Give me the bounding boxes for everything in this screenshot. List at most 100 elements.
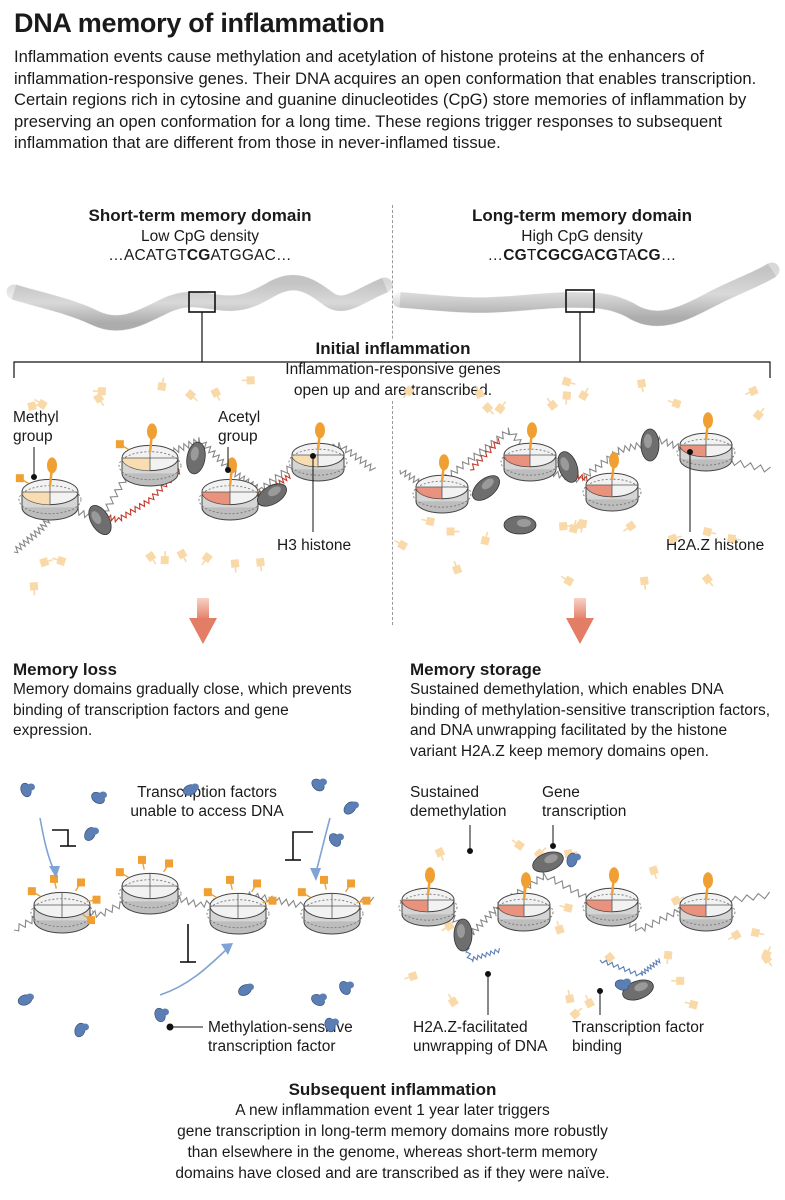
short-term-heading: Short-term memory domain	[88, 206, 312, 225]
free-acetyl-group	[480, 531, 491, 546]
bound-transcription-factor	[566, 852, 581, 868]
free-acetyl-group	[750, 927, 765, 938]
free-acetyl-group	[446, 527, 460, 536]
free-acetyl-group	[441, 920, 455, 932]
free-acetyl-group	[52, 555, 67, 566]
nucleosome	[198, 457, 262, 521]
nucleosome	[412, 454, 472, 514]
subsequent-line-1: A new inflammation event 1 year later tr…	[235, 1102, 550, 1119]
dna-unwrapped-segment	[599, 958, 661, 977]
free-acetyl-group	[404, 971, 419, 982]
nucleosome	[297, 875, 371, 935]
dna-unwrapped-segment	[458, 919, 500, 963]
free-acetyl-group	[727, 929, 742, 941]
intro-paragraph: Inflammation events cause methylation an…	[14, 47, 757, 152]
free-acetyl-group	[560, 575, 575, 587]
free-acetyl-group	[201, 552, 213, 566]
dna-open-segment	[559, 467, 592, 483]
free-acetyl-group	[563, 848, 578, 859]
subsequent-line-4: domains have closed and are transcribed …	[175, 1165, 610, 1182]
free-acetyl-group	[419, 901, 434, 912]
free-acetyl-group	[39, 557, 54, 568]
free-acetyl-group	[481, 402, 495, 415]
nucleosome	[15, 457, 82, 521]
free-acetyl-group	[761, 946, 772, 960]
initial-text-line1: Inflammation-responsive genes	[285, 361, 501, 378]
free-acetyl-group	[160, 551, 169, 565]
transcription-factor	[343, 801, 359, 815]
chromatin-fiber-right	[392, 262, 780, 326]
h2az-linker	[453, 918, 473, 952]
transcription-factor	[339, 981, 354, 995]
free-acetyl-group	[701, 573, 714, 587]
free-acetyl-group	[230, 559, 240, 573]
linker-histone	[472, 475, 500, 501]
dna-open-segment	[469, 438, 501, 471]
dna-strand	[13, 885, 375, 932]
memory-loss-text: Memory domains gradually close, which pr…	[13, 681, 352, 739]
zoom-box-left	[188, 291, 216, 313]
down-arrow-right	[566, 598, 594, 644]
free-acetyl-group	[184, 389, 198, 402]
nucleosome	[494, 872, 554, 932]
free-acetyl-group	[639, 576, 649, 590]
free-acetyl-group	[568, 519, 579, 534]
free-acetyl-group	[92, 387, 106, 396]
subsequent-inflammation-block: Subsequent inflammation A new inflammati…	[130, 1080, 655, 1184]
free-acetyl-group	[554, 920, 565, 935]
free-acetyl-group	[93, 392, 105, 407]
free-acetyl-group	[157, 377, 167, 392]
long-term-header: Long-term memory domain High CpG density…	[432, 206, 732, 265]
dna-open-segment	[239, 472, 291, 499]
free-acetyl-group	[176, 548, 188, 563]
short-term-sequence: …ACATGTCGATGGAC…	[108, 247, 292, 264]
memory-storage-heading: Memory storage	[410, 660, 542, 679]
free-acetyl-group	[210, 387, 222, 402]
transcription-factor	[20, 782, 35, 798]
free-acetyl-group	[671, 976, 685, 985]
dna-strand	[399, 870, 771, 936]
free-acetyl-group	[559, 903, 574, 913]
h3-histone-label: H3 histone	[277, 537, 352, 554]
nucleosome	[288, 422, 348, 482]
memory-storage-block: Memory storage Sustained demethylation, …	[410, 660, 775, 762]
free-acetyl-group	[494, 401, 507, 415]
free-acetyl-group	[565, 989, 575, 1004]
h2az-linker	[532, 851, 564, 873]
free-acetyl-group	[562, 391, 572, 405]
free-acetyl-group	[684, 999, 699, 1010]
bound-transcription-factor	[614, 978, 631, 991]
free-acetyl-group	[595, 892, 609, 902]
transcription-factor	[91, 791, 107, 804]
free-acetyl-group	[546, 397, 559, 411]
down-arrow-left	[189, 598, 217, 644]
free-acetyl-group	[452, 560, 463, 575]
free-acetyl-group	[761, 953, 773, 967]
free-acetyl-group	[421, 516, 436, 527]
transcription-factor	[74, 1022, 89, 1038]
free-acetyl-group	[648, 865, 659, 880]
panel-divider	[392, 205, 393, 625]
free-acetyl-group	[394, 539, 409, 551]
free-acetyl-group	[667, 398, 682, 409]
linker-histone	[503, 515, 537, 535]
free-acetyl-group	[744, 385, 759, 397]
long-term-sequence: …CGTCGCGACGTACG…	[487, 247, 677, 264]
free-acetyl-group	[602, 951, 616, 964]
transcription-factor	[84, 827, 99, 841]
transcription-factor	[17, 993, 34, 1006]
dna-strand	[399, 427, 771, 493]
nucleosome	[115, 855, 182, 915]
nucleosome	[582, 452, 642, 512]
free-acetyl-group	[623, 520, 637, 532]
free-acetyl-group	[561, 376, 576, 387]
free-acetyl-group	[558, 521, 573, 531]
nucleosome	[676, 872, 736, 932]
linker-histone	[557, 451, 579, 483]
